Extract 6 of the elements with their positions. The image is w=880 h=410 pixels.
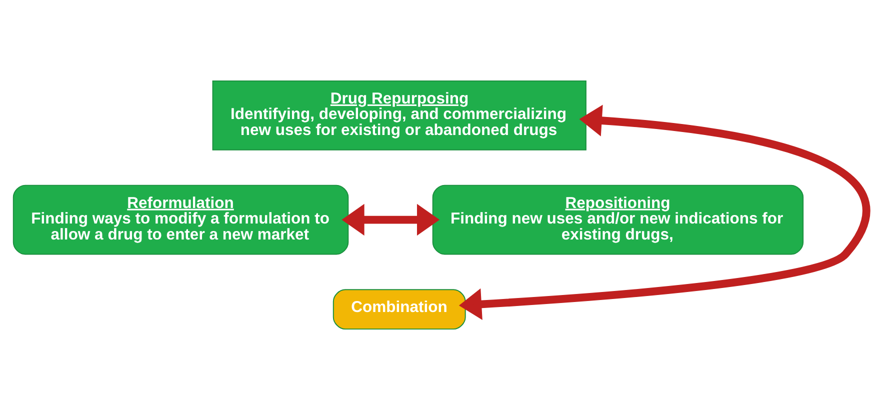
arrow xyxy=(458,104,870,320)
node-box: Reformulation Finding ways to modify a formulation to allow a drug to enter a new market xyxy=(12,184,349,255)
arrow xyxy=(342,204,440,236)
node-box: Combination xyxy=(332,289,466,330)
node-box: Drug Repurposing Identifying, developing, and commercializing new uses for existing or abandoned drugs xyxy=(212,80,586,150)
node-box: Repositioning Finding new uses and/or new indications for existing drugs, xyxy=(432,184,804,255)
